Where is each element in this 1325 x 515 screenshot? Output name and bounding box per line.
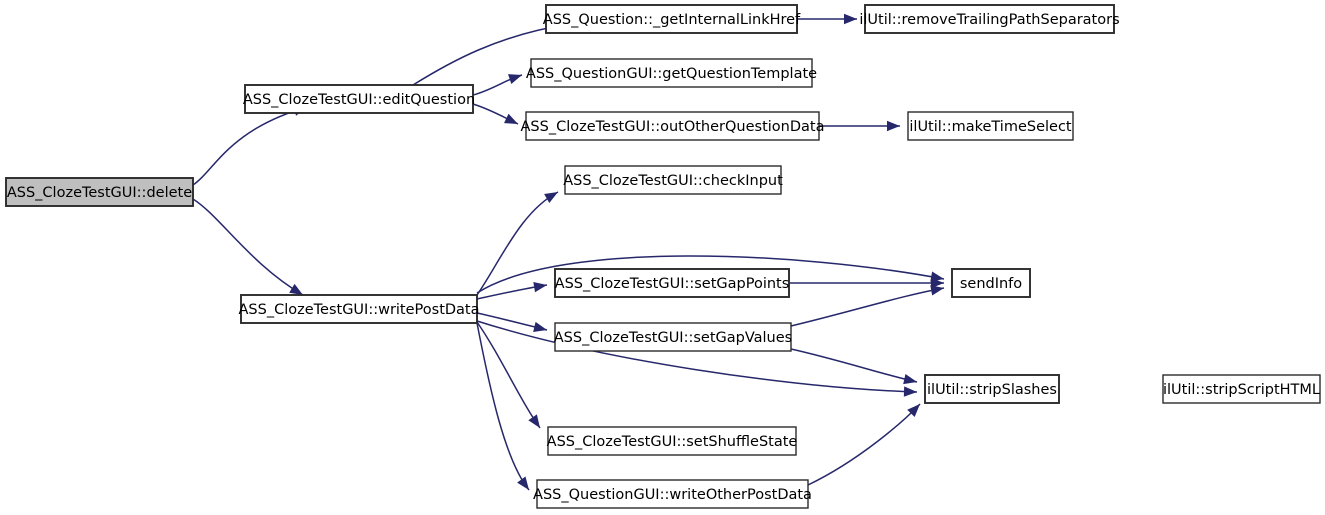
edge-writePostData-to-setGapValues — [476, 312, 548, 332]
node-box-getQuestionTpl[interactable] — [530, 58, 813, 88]
node-label-stripSlashes: ilUtil::stripSlashes — [927, 382, 1057, 398]
edge-writePostData-to-setGapPoints — [476, 281, 548, 300]
node-layer: ASS_ClozeTestGUI::deleteASS_ClozeTestGUI… — [5, 4, 1321, 509]
node-label-delete: ASS_ClozeTestGUI::delete — [7, 185, 192, 201]
node-writeOtherPost[interactable]: ASS_QuestionGUI::writeOtherPostData — [533, 479, 812, 509]
edge-getInternalLink-to-removeTrailing — [797, 13, 857, 25]
node-outOtherQData[interactable]: ASS_ClozeTestGUI::outOtherQuestionData — [521, 111, 825, 141]
node-label-setShuffleState: ASS_ClozeTestGUI::setShuffleState — [547, 434, 798, 450]
arrow-head-icon — [931, 277, 944, 289]
node-box-stripScriptHTML[interactable] — [1162, 374, 1321, 404]
node-box-writePostData[interactable] — [240, 294, 478, 324]
node-makeTimeSelect[interactable]: ilUtil::makeTimeSelect — [907, 111, 1074, 141]
arrow-head-icon — [533, 281, 547, 293]
node-label-getQuestionTpl: ASS_QuestionGUI::getQuestionTemplate — [526, 66, 817, 82]
arrow-head-icon — [844, 13, 857, 25]
node-box-sendInfo[interactable] — [951, 268, 1031, 298]
node-box-getInternalLink[interactable] — [545, 4, 798, 34]
edge-writeOtherPost-to-stripSlashes — [807, 403, 921, 486]
edge-setGapValues-to-stripSlashes — [790, 348, 918, 385]
arrow-head-icon — [528, 414, 540, 428]
edge-setGapValues-to-sendInfo — [790, 285, 945, 327]
arrow-head-icon — [887, 120, 900, 132]
node-writePostData[interactable]: ASS_ClozeTestGUI::writePostData — [239, 294, 480, 324]
node-checkInput[interactable]: ASS_ClozeTestGUI::checkInput — [563, 165, 783, 195]
node-label-removeTrailing: ilUtil::removeTrailingPathSeparators — [859, 12, 1119, 28]
node-label-stripScriptHTML: ilUtil::stripScriptHTML — [1163, 382, 1320, 398]
node-label-writeOtherPost: ASS_QuestionGUI::writeOtherPostData — [533, 487, 812, 503]
arrow-head-icon — [903, 374, 917, 385]
arrow-head-icon — [504, 113, 518, 124]
node-box-makeTimeSelect[interactable] — [907, 111, 1074, 141]
edge-delete-to-writePostData — [192, 198, 304, 296]
edge-writePostData-to-setShuffleState — [476, 321, 541, 429]
edge-setGapPoints-to-sendInfo — [789, 277, 944, 289]
edge-writePostData-to-stripSlashes — [476, 320, 918, 397]
arrow-head-icon — [544, 192, 558, 203]
node-box-delete[interactable] — [5, 177, 194, 207]
arrow-head-icon — [907, 404, 920, 417]
edge-editQuestion-to-getQuestionTpl — [472, 74, 523, 96]
edge-delete-to-editQuestion — [192, 105, 308, 186]
node-box-setGapPoints[interactable] — [554, 268, 790, 298]
node-label-setGapValues: ASS_ClozeTestGUI::setGapValues — [554, 330, 792, 346]
node-box-setShuffleState[interactable] — [547, 426, 797, 456]
node-setGapValues[interactable]: ASS_ClozeTestGUI::setGapValues — [554, 322, 792, 352]
edge-writePostData-to-writeOtherPost — [476, 322, 530, 491]
node-setShuffleState[interactable]: ASS_ClozeTestGUI::setShuffleState — [547, 426, 798, 456]
node-label-writePostData: ASS_ClozeTestGUI::writePostData — [239, 302, 480, 318]
node-label-checkInput: ASS_ClozeTestGUI::checkInput — [563, 173, 783, 189]
arrow-head-icon — [533, 321, 547, 332]
node-delete[interactable]: ASS_ClozeTestGUI::delete — [5, 177, 194, 207]
edge-editQuestion-to-outOtherQData — [472, 103, 519, 125]
node-box-outOtherQData[interactable] — [525, 111, 820, 141]
node-stripSlashes[interactable]: ilUtil::stripSlashes — [924, 374, 1060, 404]
node-label-setGapPoints: ASS_ClozeTestGUI::setGapPoints — [555, 276, 790, 292]
arrow-head-icon — [517, 476, 529, 490]
node-sendInfo[interactable]: sendInfo — [951, 268, 1031, 298]
node-label-sendInfo: sendInfo — [960, 276, 1022, 292]
node-box-checkInput[interactable] — [564, 165, 782, 195]
node-setGapPoints[interactable]: ASS_ClozeTestGUI::setGapPoints — [554, 268, 790, 298]
node-label-editQuestion: ASS_ClozeTestGUI::editQuestion — [243, 92, 475, 108]
arrow-head-icon — [289, 283, 303, 295]
node-getInternalLink[interactable]: ASS_Question::_getInternalLinkHref — [543, 4, 801, 34]
node-editQuestion[interactable]: ASS_ClozeTestGUI::editQuestion — [243, 84, 475, 114]
node-box-editQuestion[interactable] — [244, 84, 474, 114]
arrow-head-icon — [508, 74, 522, 85]
node-label-getInternalLink: ASS_Question::_getInternalLinkHref — [543, 12, 801, 28]
node-box-writeOtherPost[interactable] — [536, 479, 809, 509]
arrow-head-icon — [930, 285, 944, 296]
node-removeTrailing[interactable]: ilUtil::removeTrailingPathSeparators — [859, 4, 1120, 34]
node-box-removeTrailing[interactable] — [864, 4, 1115, 34]
node-label-makeTimeSelect: ilUtil::makeTimeSelect — [909, 119, 1072, 135]
node-label-outOtherQData: ASS_ClozeTestGUI::outOtherQuestionData — [521, 119, 825, 135]
arrow-head-icon — [903, 386, 917, 397]
node-box-setGapValues[interactable] — [554, 322, 792, 352]
node-box-stripSlashes[interactable] — [924, 374, 1060, 404]
node-stripScriptHTML[interactable]: ilUtil::stripScriptHTML — [1162, 374, 1321, 404]
edge-writePostData-to-checkInput — [476, 191, 559, 296]
edge-outOtherQData-to-makeTimeSelect — [819, 120, 900, 132]
node-getQuestionTpl[interactable]: ASS_QuestionGUI::getQuestionTemplate — [526, 58, 817, 88]
